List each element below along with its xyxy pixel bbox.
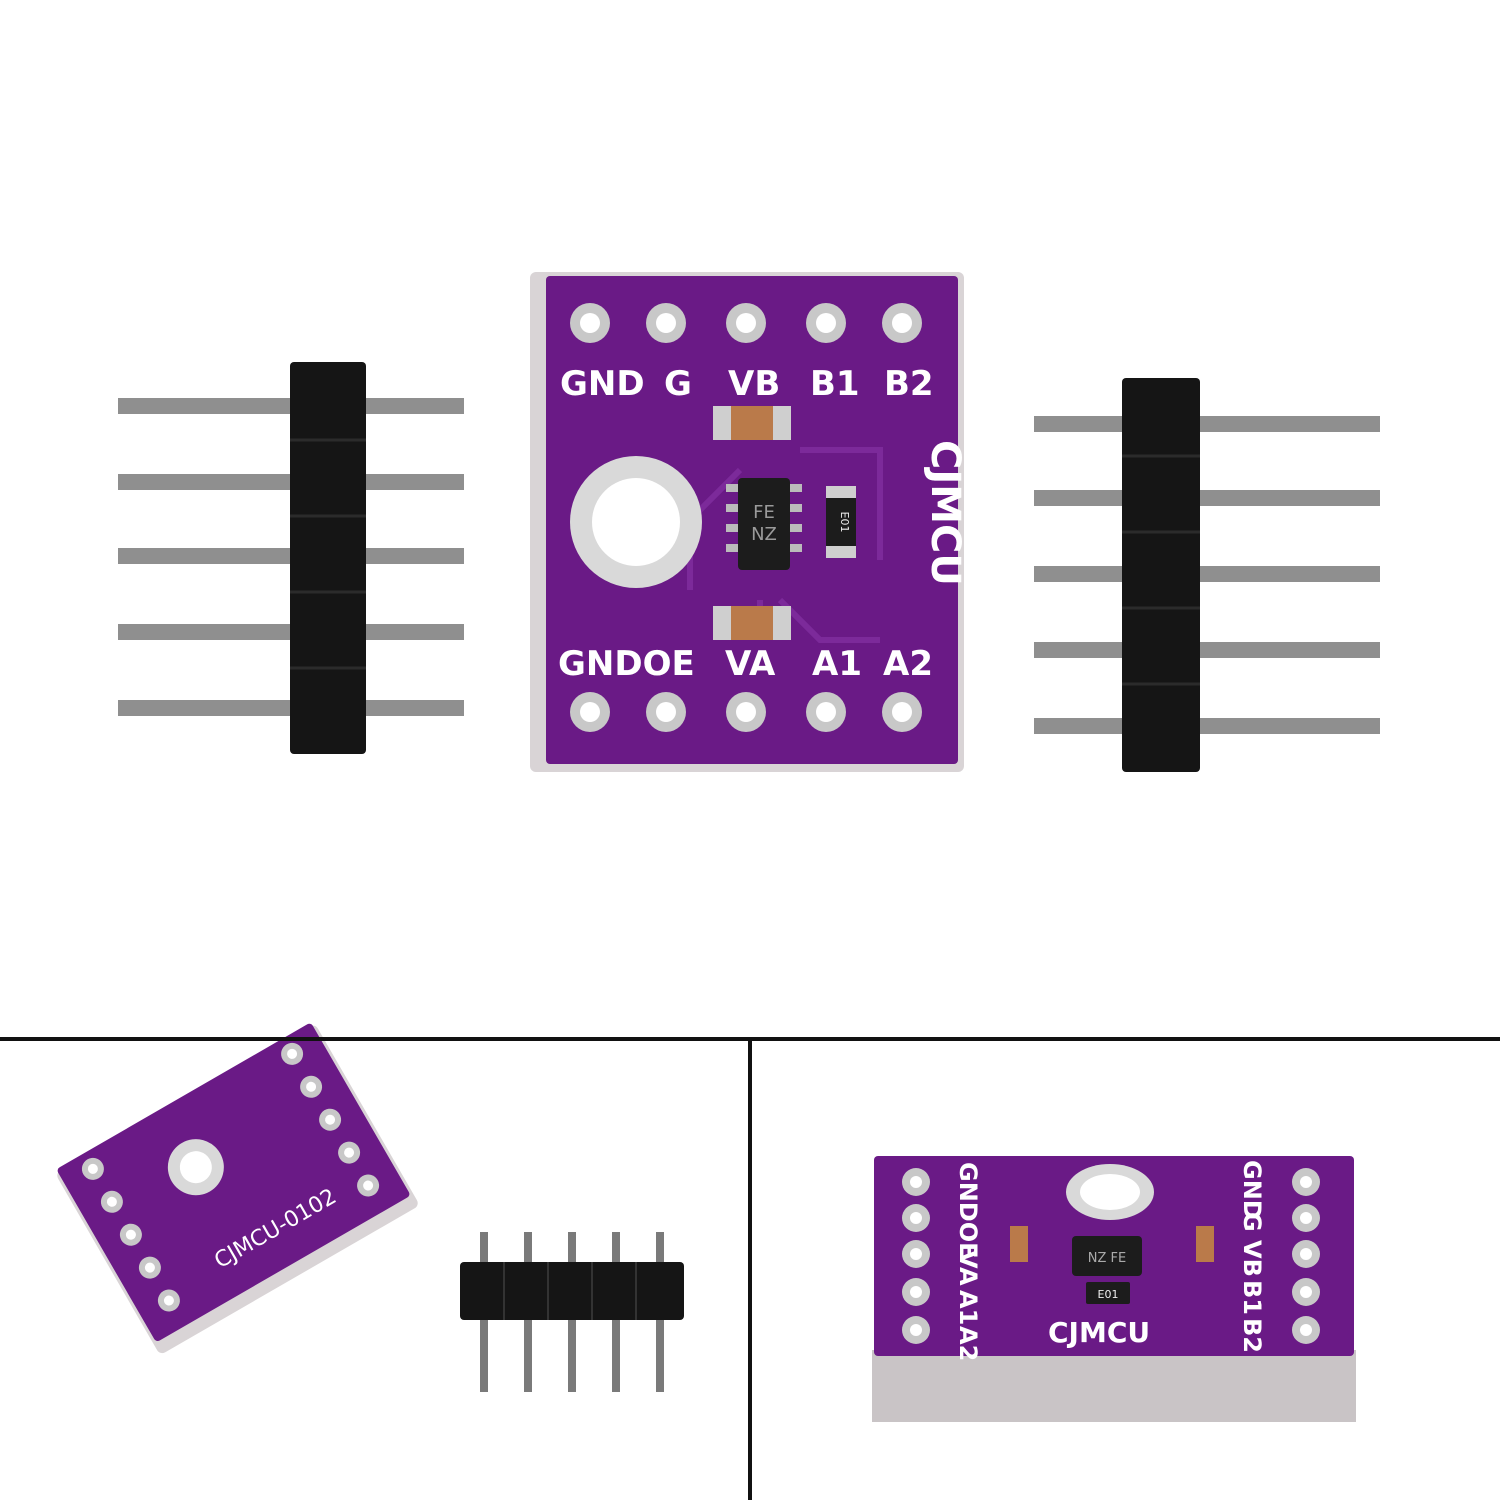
pin-header-left — [118, 362, 464, 754]
main-board: FE NZ E01 GND G VB B1 B2 GNDOE VA A1 A2 … — [530, 272, 968, 772]
label-b1: B1 — [810, 364, 860, 404]
br-label-b1: B1 — [1238, 1280, 1266, 1315]
angled-board: CJMCU-0102 — [57, 1023, 418, 1354]
label-gnd: GND — [560, 364, 645, 404]
label-gndoe: GNDOE — [558, 644, 695, 684]
br-resistor-marking: E01 — [1098, 1288, 1119, 1301]
label-va: VA — [725, 644, 776, 684]
pin-header-small — [460, 1232, 684, 1392]
vertical-divider — [748, 1039, 752, 1500]
bottom-right-board: NZ FE E01 GNDOE VA A1 A2 GND G VB B1 B2 … — [872, 1156, 1356, 1422]
br-label-gnd: GND — [1238, 1160, 1266, 1220]
pin-header-right — [1034, 378, 1380, 772]
main-board-top-pads — [570, 303, 922, 343]
resistor-marking: E01 — [838, 512, 851, 533]
br-brand-cjmcu: CJMCU — [1048, 1316, 1150, 1349]
chip-marking-1: FE — [753, 502, 775, 523]
label-a2: A2 — [883, 644, 933, 684]
br-label-va: VA — [954, 1250, 982, 1286]
br-label-b2: B2 — [1238, 1318, 1266, 1353]
main-board-top-labels: GND G VB B1 B2 — [560, 364, 934, 404]
label-g: G — [664, 364, 692, 404]
br-label-gndoe: GNDOE — [954, 1162, 982, 1259]
label-b2: B2 — [884, 364, 934, 404]
brand-cjmcu: CJMCU — [922, 440, 968, 586]
br-label-a1: A1 — [954, 1290, 982, 1325]
main-board-bottom-labels: GNDOE VA A1 A2 — [558, 644, 933, 684]
br-label-g: G — [1238, 1212, 1266, 1232]
br-label-vb: VB — [1238, 1240, 1266, 1277]
label-a1: A1 — [812, 644, 862, 684]
label-vb: VB — [728, 364, 780, 404]
br-label-a2: A2 — [954, 1326, 982, 1361]
main-board-bottom-pads — [570, 692, 922, 732]
chip-marking-2: NZ — [751, 524, 777, 545]
ic-chip: FE NZ — [726, 478, 802, 570]
br-chip-marking: NZ FE — [1088, 1251, 1126, 1266]
